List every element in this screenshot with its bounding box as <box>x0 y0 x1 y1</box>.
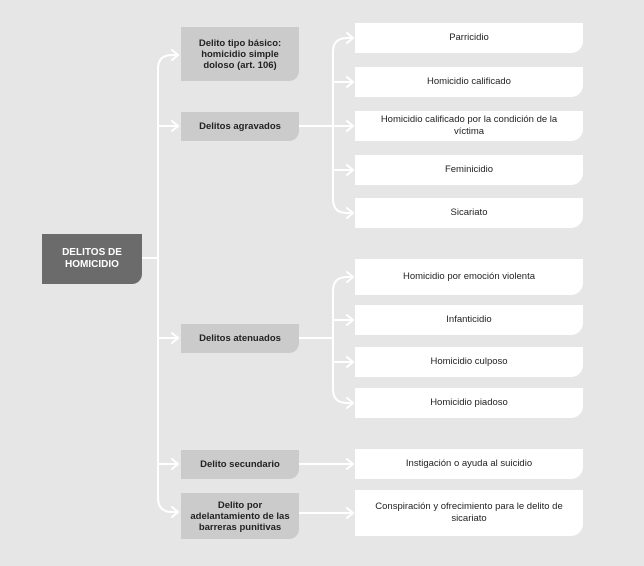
mitigated-arrow-head-0 <box>346 271 354 283</box>
leaf-homicidio-culposo: Homicidio culposo <box>355 347 583 377</box>
mitigated-arrow-head-2 <box>346 356 354 368</box>
leaf-label: Homicidio culposo <box>430 355 508 367</box>
arrow-aggravated-head <box>171 120 179 132</box>
category-mitigated: Delitos atenuados <box>181 324 299 353</box>
aggravated-arrow-head-0 <box>346 32 354 44</box>
category-label: Delitos atenuados <box>199 333 281 344</box>
leaf-label: Conspiración y ofrecimiento para le deli… <box>375 500 563 525</box>
aggravated-arrow-head-2 <box>346 120 354 132</box>
arrow-basic-head <box>171 49 179 61</box>
leaf-conspiracion-sicariato: Conspiración y ofrecimiento para le deli… <box>355 490 583 536</box>
aggravated-arrow-head-1 <box>346 76 354 88</box>
root-label: DELITOS DE HOMICIDIO <box>62 247 122 270</box>
mitigated-arrow-head-1 <box>346 314 354 326</box>
root-node: DELITOS DE HOMICIDIO <box>42 234 142 284</box>
secondary-arrow-head <box>346 458 354 470</box>
leaf-infanticidio: Infanticidio <box>355 305 583 335</box>
leaf-label: Homicidio por emoción violenta <box>402 270 535 282</box>
category-label: Delito secundario <box>200 459 280 470</box>
category-anticipation: Delito por adelantamiento de las barrera… <box>181 493 299 539</box>
leaf-label: Homicidio piadoso <box>430 396 508 408</box>
leaf-instigacion-suicidio: Instigación o ayuda al suicidio <box>355 449 583 479</box>
leaf-parricidio: Parricidio <box>355 23 583 53</box>
leaf-feminicidio: Feminicidio <box>355 155 583 185</box>
category-basic: Delito tipo básico: homicidio simple dol… <box>181 27 299 81</box>
leaf-homicidio-calificado-victima: Homicidio calificado por la condición de… <box>355 111 583 141</box>
category-label: Delito tipo básico: homicidio simple dol… <box>198 37 282 71</box>
mitigated-trunk <box>332 276 348 404</box>
main-trunk <box>157 54 173 513</box>
category-label: Delito por adelantamiento de las barrera… <box>190 499 290 533</box>
aggravated-arrow-head-4 <box>346 207 354 219</box>
leaf-label: Homicidio calificado <box>427 75 511 87</box>
leaf-homicidio-piadoso: Homicidio piadoso <box>355 388 583 418</box>
arrow-mitigated-head <box>171 332 179 344</box>
mitigated-arrow-head-3 <box>346 397 354 409</box>
arrow-secondary-head <box>171 458 179 470</box>
leaf-label: Infanticidio <box>446 313 492 325</box>
leaf-homicidio-calificado: Homicidio calificado <box>355 67 583 97</box>
category-secondary: Delito secundario <box>181 450 299 479</box>
leaf-label: Instigación o ayuda al suicidio <box>405 457 533 469</box>
leaf-label: Parricidio <box>449 31 489 43</box>
leaf-label: Feminicidio <box>444 163 494 175</box>
anticipation-arrow-head <box>346 507 354 519</box>
category-aggravated: Delitos agravados <box>181 112 299 141</box>
aggravated-arrow-head-3 <box>346 164 354 176</box>
leaf-label: Homicidio calificado por la condición de… <box>380 113 558 138</box>
leaf-label: Sicariato <box>450 206 488 218</box>
category-label: Delitos agravados <box>199 121 281 132</box>
leaf-emocion-violenta: Homicidio por emoción violenta <box>355 259 583 295</box>
leaf-sicariato: Sicariato <box>355 198 583 228</box>
arrow-anticipation-head <box>171 506 179 518</box>
